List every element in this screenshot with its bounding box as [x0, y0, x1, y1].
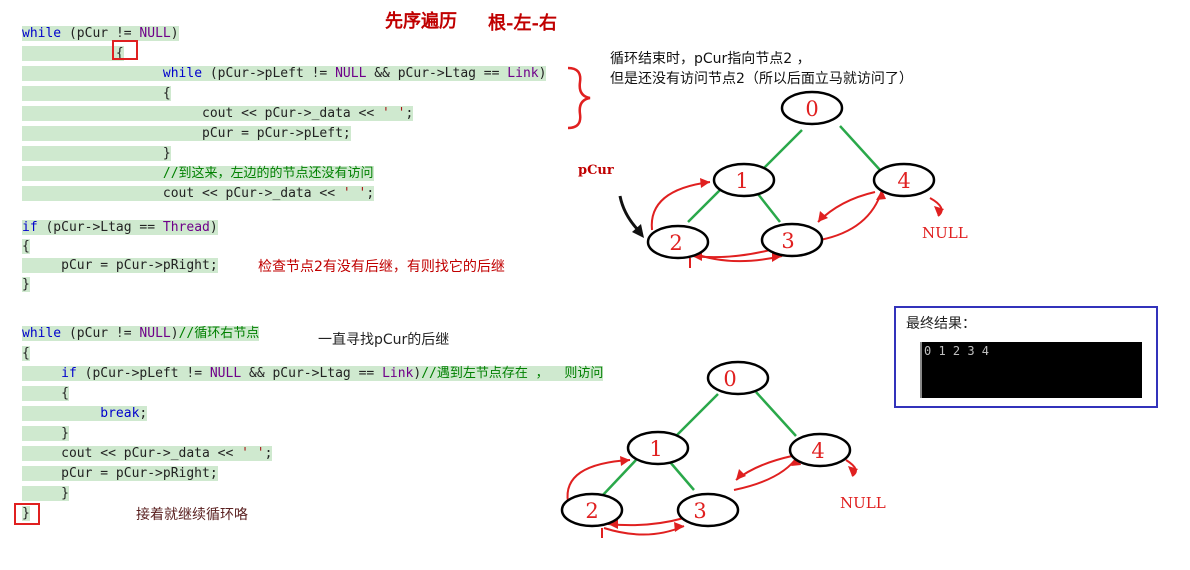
edge-1-3: [757, 193, 781, 223]
node-4: 4: [811, 439, 824, 463]
edge-1-2: [601, 459, 637, 497]
thread-2-to-1: [566, 459, 631, 503]
edge-0-1: [761, 129, 803, 171]
null-label-2: NULL: [840, 494, 886, 512]
code-line: cout << pCur->_data << ' ';: [22, 446, 273, 461]
node-3: 3: [693, 499, 706, 523]
note-continue-loop: 接着就继续循环咯: [136, 507, 248, 523]
code-line: {: [22, 86, 171, 101]
node-0: 0: [805, 97, 818, 121]
note-check-successor: 检查节点2有没有后继，有则找它的后继: [258, 259, 505, 275]
note-loop-end: 循环结束时，pCur指向节点2 ，: [610, 51, 811, 67]
result-panel: 最终结果： 0 1 2 3 4: [894, 306, 1158, 408]
open-brace-marker: [112, 40, 138, 60]
code-line: pCur = pCur->pRight;: [22, 258, 218, 273]
node-4: 4: [897, 169, 910, 193]
close-brace-marker: [14, 503, 40, 525]
code-line: while (pCur != NULL)//循环右节点: [22, 326, 260, 341]
tree-diagram-2: NULL 0 1 2 3 4: [560, 360, 886, 538]
null-label-1: NULL: [922, 224, 968, 242]
code-line: {: [22, 239, 30, 254]
thread-4-to-null: [929, 197, 943, 217]
code-line: {: [22, 46, 124, 61]
title-sub: 根-左-右: [488, 13, 557, 34]
code-line: break;: [22, 406, 603, 426]
pcur-label: pCur: [578, 163, 614, 178]
code-line: cout << pCur->_data << ' ';: [22, 186, 375, 201]
edge-0-4: [839, 125, 881, 171]
note-find-successor: 一直寻找pCur的后继: [318, 332, 450, 348]
edge-0-4: [755, 391, 797, 437]
edge-1-2: [687, 189, 721, 223]
thread-3-to-2: [607, 517, 685, 527]
code-line: {: [22, 346, 30, 361]
node-3: 3: [781, 229, 794, 253]
edge-0-1: [675, 393, 719, 437]
brace-annotation: [567, 66, 591, 130]
edge-1-3: [669, 461, 695, 491]
node-2: 2: [585, 499, 598, 523]
code-line: if (pCur->Ltag == Thread): [22, 220, 218, 235]
code-line: }: [22, 146, 171, 161]
code-line: pCur = pCur->pRight;: [22, 466, 218, 481]
code-line: //到这来，左边的的节点还没有访问: [22, 166, 546, 186]
code-line: cout << pCur->_data << ' ';: [22, 106, 414, 121]
console-window: 0 1 2 3 4: [920, 342, 1142, 398]
code-line: }: [22, 506, 30, 521]
node-2: 2: [669, 231, 682, 255]
code-line: }: [22, 486, 69, 501]
code-line: while (pCur->pLeft != NULL && pCur->Ltag…: [22, 66, 547, 86]
node-1: 1: [735, 169, 748, 193]
code-block-2: if (pCur->Ltag == Thread) { pCur = pCur->…: [22, 220, 218, 296]
code-line: }: [22, 426, 69, 441]
console-output: 0 1 2 3 4: [924, 344, 990, 358]
result-label: 最终结果：: [906, 316, 976, 332]
code-line: if (pCur->pLeft != NULL && pCur->Ltag ==…: [22, 366, 604, 386]
code-line: {: [22, 386, 69, 401]
thread-2-to-1: [650, 181, 711, 231]
code-line: }: [22, 277, 30, 292]
thread-3-to-4: [733, 455, 799, 491]
tree-diagram-1: pCur NULL 0 1 2 3 4: [578, 90, 968, 268]
title-main: 先序遍历: [385, 11, 457, 32]
node-1: 1: [649, 437, 662, 461]
thread-3-to-4: [819, 189, 883, 241]
code-block-1: while (pCur != NULL) { while (pCur->pLef…: [22, 26, 547, 206]
code-line: pCur = pCur->pLeft;: [22, 126, 351, 141]
code-line: while (pCur != NULL): [22, 26, 179, 41]
code-block-3: while (pCur != NULL)//循环右节点 { if (pCur->p…: [22, 326, 604, 526]
node-0: 0: [723, 367, 736, 391]
note-not-visited: 但是还没有访问节点2（所以后面立马就访问了）: [610, 71, 913, 87]
